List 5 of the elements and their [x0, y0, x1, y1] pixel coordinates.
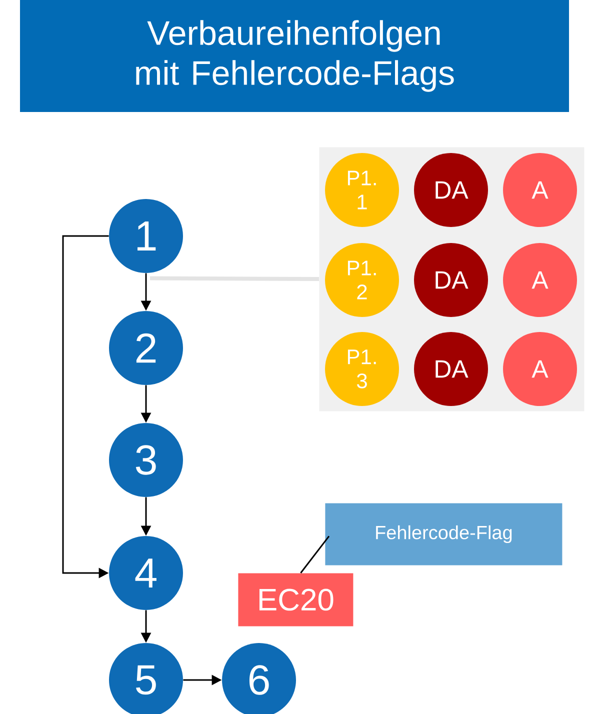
- leader-line: [150, 276, 320, 281]
- leader-line: [300, 536, 330, 574]
- flag-label-box: Fehlercode-Flag: [325, 503, 562, 566]
- title-banner: Verbaureihenfolgen mit Fehlercode-Flags: [20, 0, 569, 112]
- error-code-box: EC20: [238, 573, 354, 626]
